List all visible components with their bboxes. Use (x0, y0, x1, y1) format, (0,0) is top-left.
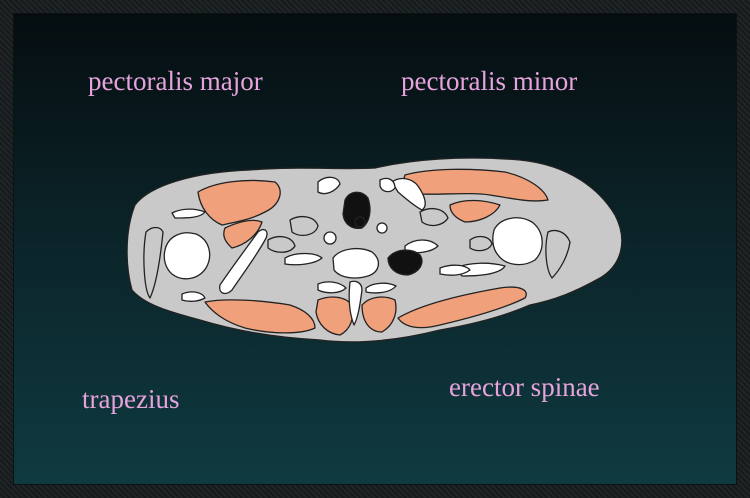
bone-scapula-left (219, 228, 268, 295)
muscle-trapezius-right (397, 286, 527, 329)
bone-rib-1 (284, 252, 323, 266)
airway-trachea (342, 191, 371, 230)
spinal-canal (354, 216, 366, 228)
bone-vertebral-body (332, 247, 379, 279)
vessel-small-2 (323, 231, 337, 245)
bone-rib-4 (379, 177, 396, 193)
bone-scapula-right (454, 262, 506, 277)
vessel-outline-4 (469, 235, 493, 252)
muscle-pectoralis-minor-right (449, 199, 501, 223)
vessel-outline-5 (143, 226, 164, 299)
vessel-small-1 (376, 222, 388, 234)
bone-lamina-left (317, 281, 347, 294)
label-pectoralis-major: pectoralis major (88, 66, 263, 96)
bone-rib-3 (439, 264, 471, 276)
vessel-outline-6 (545, 229, 571, 279)
bone-lamina-right (365, 282, 397, 294)
muscle-erector-spinae-left (315, 296, 354, 336)
muscle-trapezius-left (204, 299, 316, 334)
label-trapezius: trapezius (82, 384, 180, 414)
muscle-pectoralis-minor-left (223, 219, 263, 249)
bone-clavicle-left (171, 208, 206, 219)
airway-esophagus (387, 249, 423, 276)
bone-pedicle-left (181, 291, 206, 302)
vessel-outline-3 (419, 207, 449, 227)
label-erector-spinae: erector spinae (449, 372, 600, 402)
bone-clavicle-right (391, 177, 426, 211)
label-pectoralis-minor: pectoralis minor (401, 66, 578, 96)
bone-spinous-process (348, 280, 363, 326)
vessel-outline-1 (289, 215, 319, 237)
vessel-outline-2 (267, 235, 296, 253)
muscle-erector-spinae-right (361, 296, 397, 333)
muscle-pectoralis-major-left (197, 179, 281, 226)
bone-sternal-piece (317, 176, 341, 195)
bone-humerus-left (163, 232, 211, 280)
bone-humerus-right (492, 217, 543, 266)
